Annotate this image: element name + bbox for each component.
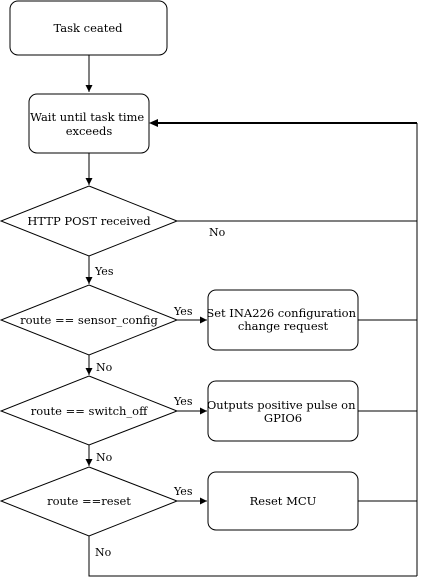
svg-text:HTTP POST received: HTTP POST received: [27, 214, 151, 228]
node-wait-label-line1: Wait until task time: [30, 110, 144, 124]
node-task-created: Task ceated: [9, 0, 168, 56]
decision-route-sensor-config-label: route == sensor_config: [20, 313, 158, 327]
decision-route-reset: route ==reset: [0, 466, 179, 537]
label-sensor-no: No: [96, 361, 113, 374]
node-reset-mcu-label: Reset MCU: [250, 494, 317, 508]
edge-reset-no: [88, 536, 417, 577]
node-outputs-pulse: Outputs positive pulse on GPIO6: [207, 380, 359, 442]
decision-http-post: HTTP POST received: [0, 185, 179, 257]
node-outputs-pulse-label-line1: Outputs positive pulse on: [207, 398, 356, 412]
label-http-no: No: [209, 226, 226, 239]
node-wait-label-line2: exceeds: [66, 124, 113, 138]
label-reset-yes: Yes: [173, 485, 193, 498]
svg-text:Outputs positive pulse on: Outputs positive pulse on GPIO6: [207, 398, 359, 425]
decision-http-post-label: HTTP POST received: [27, 214, 151, 228]
label-switch-yes: Yes: [173, 395, 193, 408]
edge-loop-arrowhead: [149, 119, 158, 127]
svg-text:Set INA226 configuration: Set INA226 configuration change request: [206, 306, 359, 333]
label-switch-no: No: [96, 451, 113, 464]
svg-text:route ==reset: route ==reset: [47, 494, 131, 508]
svg-text:route == sensor_config: route == sensor_config: [20, 313, 158, 327]
edge-labels: No Yes Yes No Yes No Yes No: [94, 226, 226, 559]
node-outputs-pulse-label-line2: GPIO6: [264, 411, 302, 425]
svg-text:Reset MCU: Reset MCU: [250, 494, 317, 508]
decision-route-switch-off: route == switch_off: [0, 375, 179, 446]
node-reset-mcu: Reset MCU: [207, 471, 359, 531]
svg-text:Wait until task time exc: Wait until task time exceeds: [30, 110, 148, 138]
node-set-ina226-label-line2: change request: [238, 319, 329, 333]
decision-route-switch-off-label: route == switch_off: [31, 404, 148, 418]
label-sensor-yes: Yes: [173, 305, 193, 318]
svg-text:route == switch_off: route == switch_off: [31, 404, 148, 418]
edges: [85, 55, 418, 577]
decision-route-sensor-config: route == sensor_config: [0, 284, 179, 356]
node-set-ina226: Set INA226 configuration change request: [206, 289, 359, 351]
label-http-yes: Yes: [94, 265, 114, 278]
node-task-created-label: Task ceated: [53, 21, 123, 35]
decision-route-reset-label: route ==reset: [47, 494, 131, 508]
label-reset-no: No: [95, 546, 112, 559]
node-wait: Wait until task time exceeds: [28, 93, 150, 154]
svg-text:Task ceated: Task ceated: [53, 21, 123, 35]
node-set-ina226-label-line1: Set INA226 configuration: [206, 306, 356, 320]
